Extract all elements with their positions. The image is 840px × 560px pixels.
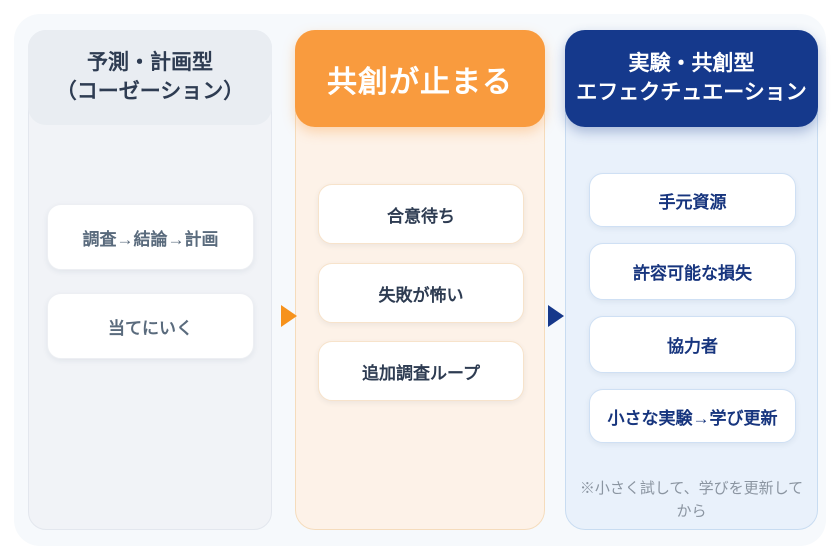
stall-item-box: 合意待ち xyxy=(318,184,524,244)
column-causation-title: 予測・計画型 （コーゼーション） xyxy=(55,50,245,103)
column-causation: 予測・計画型 （コーゼーション） 調査→結論→計画 当てにいく xyxy=(28,30,272,530)
right-arrow-orange-icon xyxy=(281,305,297,327)
causation-item-box: 当てにいく xyxy=(47,293,254,359)
right-arrow-navy-icon xyxy=(548,305,564,327)
column-stall: 共創が止まる 合意待ち 失敗が怖い 追加調査ループ xyxy=(295,30,545,530)
column-causation-header: 予測・計画型 （コーゼーション） xyxy=(28,30,272,125)
effectuation-footnote: ※小さく試して、学びを更新してから xyxy=(579,480,804,520)
stall-item-box: 失敗が怖い xyxy=(318,263,524,323)
stall-item-label: 追加調査ループ xyxy=(362,363,480,383)
column-effectuation: 実験・共創型 エフェクチュエーション 手元資源 許容可能な損失 協力者 小さな実… xyxy=(565,30,818,530)
effectuation-item-box: 小さな実験→学び更新 xyxy=(589,389,796,443)
effectuation-item-box: 手元資源 xyxy=(589,173,796,227)
causation-item-label: 当てにいく xyxy=(108,318,193,338)
diagram-background: 予測・計画型 （コーゼーション） 調査→結論→計画 当てにいく 共創が止まる 合… xyxy=(14,14,826,546)
causation-item-label: 調査→結論→計画 xyxy=(82,229,219,249)
effectuation-item-label: 協力者 xyxy=(667,337,718,356)
effectuation-item-label: 小さな実験→学び更新 xyxy=(607,408,778,428)
column-stall-title: 共創が止まる xyxy=(327,65,513,99)
causation-item-box: 調査→結論→計画 xyxy=(47,204,254,270)
effectuation-item-label: 許容可能な損失 xyxy=(633,264,752,283)
stall-item-box: 追加調査ループ xyxy=(318,341,524,401)
column-effectuation-header: 実験・共創型 エフェクチュエーション xyxy=(565,30,818,127)
effectuation-item-box: 許容可能な損失 xyxy=(589,243,796,300)
column-stall-header: 共創が止まる xyxy=(295,30,545,127)
effectuation-item-label: 手元資源 xyxy=(658,192,727,212)
stall-item-label: 合意待ち xyxy=(387,206,455,226)
stall-item-label: 失敗が怖い xyxy=(378,285,464,305)
column-effectuation-title: 実験・共創型 エフェクチュエーション xyxy=(576,52,807,104)
effectuation-item-box: 協力者 xyxy=(589,316,796,373)
